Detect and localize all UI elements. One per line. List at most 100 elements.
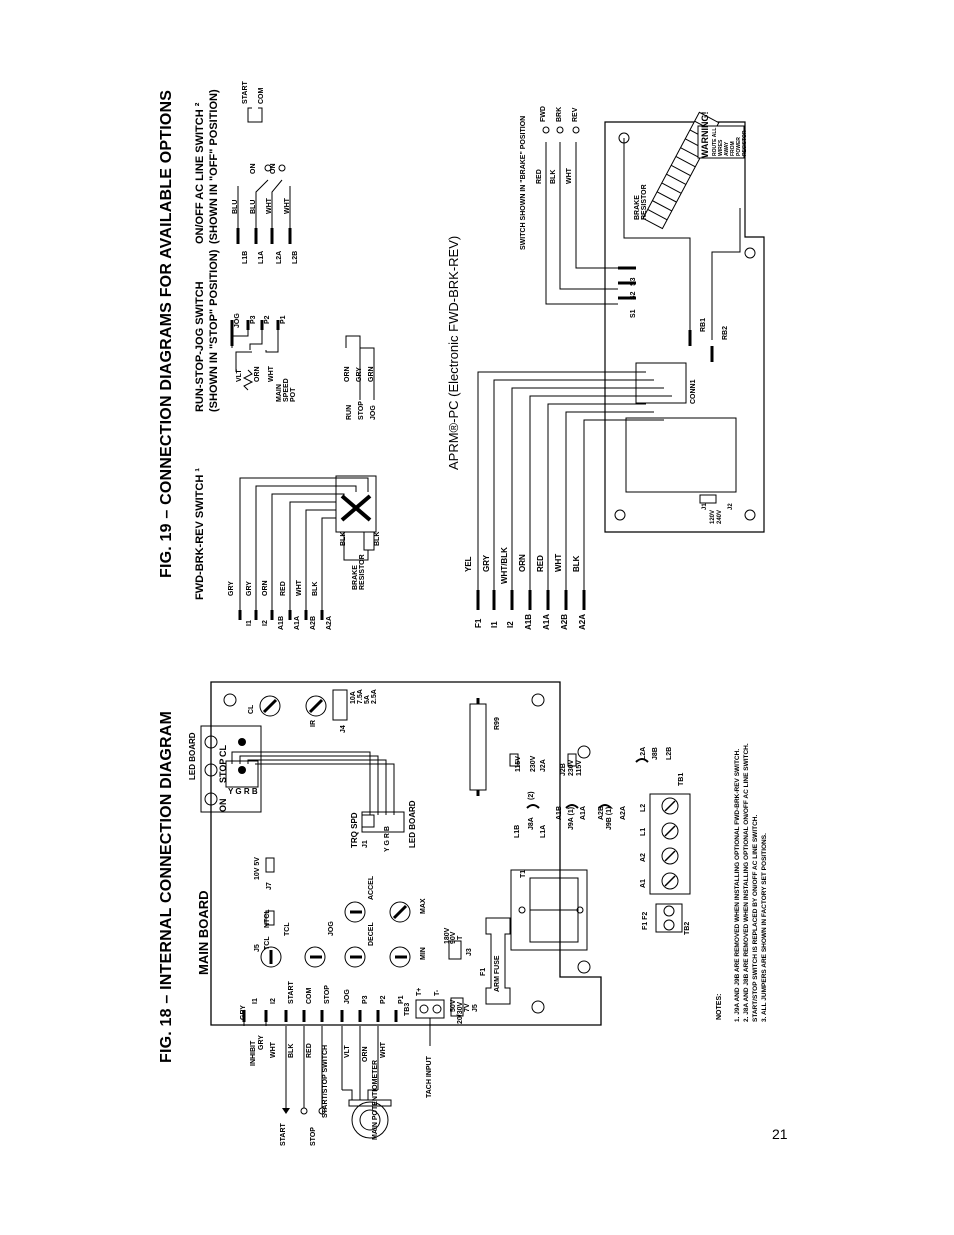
rsj-right-grn: GRN (368, 366, 375, 382)
aprm-wire-gry: GRY (482, 554, 491, 572)
aprm-term-a2b: A2B (560, 613, 569, 630)
s3-label: S3 (630, 277, 637, 286)
onoff-com-label: COM (258, 87, 265, 104)
mount-hole (223, 693, 237, 707)
fbr-pos-fwd: FWD (540, 106, 547, 122)
aprm-brake-resistor-label: BRAKE RESISTOR (634, 184, 648, 220)
fbr-term-i2: I2 (262, 620, 269, 626)
main-board-outline (210, 681, 602, 1026)
rsj-pos-stop: STOP (358, 401, 365, 420)
rsj-wire-vlt: VLT (236, 369, 243, 382)
rsj-wire-orn: ORN (254, 366, 261, 382)
rsj-term-p3: P3 (250, 315, 257, 324)
onoff-term-l2b: L2B (292, 250, 299, 264)
onoff-term-l2a: L2A (276, 250, 283, 264)
pot-tcl (260, 946, 282, 968)
fbr-switch-body (335, 475, 377, 533)
on-led (204, 792, 218, 806)
aprm-wire-yel: YEL (464, 556, 473, 572)
pot-min (389, 946, 411, 968)
pot-jog (304, 946, 326, 968)
fbr-blk-2: BLK (374, 531, 381, 546)
aprm-component-block (625, 417, 737, 493)
pot-cl (259, 695, 281, 717)
fbr-term-i1: I1 (246, 620, 253, 626)
page-number: 21 (772, 1126, 788, 1142)
led-dot (238, 738, 246, 746)
conn1-label: CONN1 (690, 379, 697, 404)
start-com-jumper (247, 107, 263, 123)
onoff-title-1: ON/OFF AC LINE SWITCH ² (194, 102, 206, 244)
main-speed-pot-label: MAIN SPEED POT (276, 378, 297, 402)
onoff-start-label: START (242, 81, 249, 104)
onoff-wire-blu2: BLU (250, 199, 257, 214)
aprm-wire-orn: ORN (518, 554, 527, 572)
conn1-connector (635, 362, 687, 404)
fbr-blk-1: BLK (340, 531, 347, 546)
s2-label: S2 (630, 291, 637, 300)
main-potentiometer (351, 1101, 389, 1139)
main-speed-pot-symbol (242, 369, 254, 391)
onoff-term-l1a: L1A (258, 250, 265, 264)
warning-label: WARNING! (700, 111, 710, 159)
stop-led (204, 763, 218, 777)
pot-decel (344, 946, 366, 968)
rsj-term-jog: JOG (234, 313, 241, 328)
j2-aprm-label: J2 (728, 503, 734, 510)
mount-hole (531, 693, 545, 707)
mount-hole (577, 745, 591, 759)
fbr-term-a2b: A2B (310, 615, 317, 630)
fbr-term-a1a: A1A (294, 615, 301, 630)
mount-hole (577, 960, 591, 974)
fbr-term-a2a: A2A (326, 615, 333, 630)
rsj-title-2: (SHOWN IN "STOP" POSITION) (208, 249, 220, 412)
fbr-wire-gry2: GRY (246, 581, 253, 596)
onoff-on-1: ON (250, 163, 257, 175)
rsj-pos-jog: JOG (370, 405, 377, 420)
fbr-wire-orn: ORN (262, 580, 269, 596)
rsj-pos-run: RUN (346, 404, 353, 420)
onoff-term-l1b: L1B (242, 250, 249, 264)
onoff-on-2: ON (270, 163, 277, 175)
led-connector (225, 760, 259, 788)
fbr-brake-resistor (363, 531, 375, 551)
rsj-wire-wht: WHT (268, 366, 275, 382)
rsj-right-gry: GRY (356, 367, 363, 382)
aprm-title: APRM®-PC (Electronic FWD-BRK-REV) (446, 235, 461, 470)
aprm-term-f1: F1 (474, 618, 483, 628)
cl-led (204, 735, 218, 749)
fbr-term-a1b: A1B (278, 615, 285, 630)
v240-label: 240V (717, 509, 723, 524)
terminal-posts (242, 1010, 398, 1022)
aprm-wire-blk: BLK (572, 555, 581, 572)
j4-header (332, 689, 348, 721)
tb2-terminal-block (655, 903, 683, 933)
fbr-wire-wht: WHT (296, 580, 303, 596)
rsj-term-p1: P1 (280, 315, 287, 324)
aprm-term-i1: I1 (490, 621, 499, 628)
aprm-term-a2a: A2A (578, 613, 587, 630)
j5-header (265, 910, 275, 926)
fbr-brake-resistor-label: BRAKE RESISTOR (352, 554, 366, 590)
aprm-term-a1b: A1B (524, 613, 533, 630)
j5b-header (450, 997, 464, 1017)
led-dot (238, 766, 246, 774)
onoff-wire-wht1: WHT (266, 198, 273, 214)
transformer-t1 (510, 869, 588, 951)
mount-hole (531, 1000, 545, 1014)
v120-label: 120V (710, 509, 716, 524)
fbr-wire-blk: BLK (312, 581, 319, 596)
j7-header (265, 857, 275, 873)
rsj-title-1: RUN-STOP-JOG SWITCH (194, 281, 206, 412)
s1-label: S1 (630, 309, 637, 318)
warning-text: ROUTE ALL WIRES AWAY FROM POWER RESISTOR (712, 127, 748, 156)
aprm-wire-red: RED (536, 555, 545, 572)
onoff-wire-blu1: BLU (232, 199, 239, 214)
aprm-term-i2: I2 (506, 621, 515, 628)
tb1-terminal-block (649, 793, 691, 895)
pot-accel (344, 901, 366, 923)
onoff-wire-wht2: WHT (284, 198, 291, 214)
